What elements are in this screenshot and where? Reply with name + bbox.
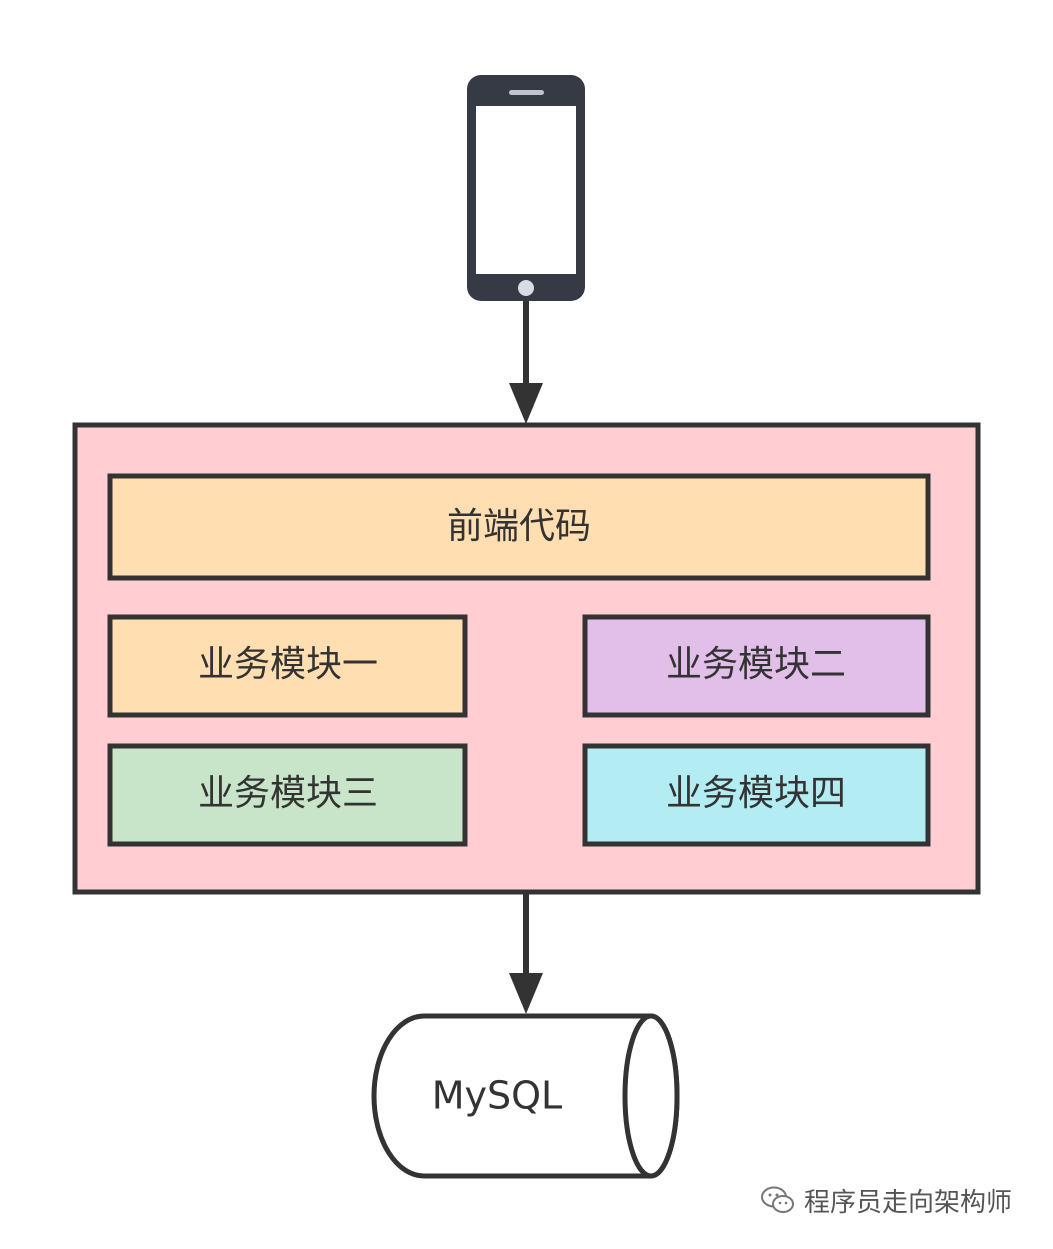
database-label: MySQL xyxy=(432,1074,562,1118)
frontend-code-box: 前端代码 xyxy=(107,473,931,581)
business-module-3-label: 业务模块三 xyxy=(198,773,378,814)
mysql-database: MySQL xyxy=(371,1013,680,1179)
business-module-1-label: 业务模块一 xyxy=(198,644,378,685)
watermark-text: 程序员走向架构师 xyxy=(804,1187,1013,1218)
business-module-1: 业务模块一 xyxy=(107,614,468,718)
business-module-3: 业务模块三 xyxy=(107,743,468,847)
business-module-2-label: 业务模块二 xyxy=(666,644,846,685)
frontend-code-label: 前端代码 xyxy=(447,506,591,547)
arrow-phone-to-app xyxy=(509,301,543,424)
wechat-icon xyxy=(761,1186,794,1213)
business-module-4-label: 业务模块四 xyxy=(666,773,846,814)
business-module-4: 业务模块四 xyxy=(582,743,931,847)
watermark: 程序员走向架构师 xyxy=(760,1180,1012,1220)
mobile-phone-icon xyxy=(467,75,585,301)
business-module-2: 业务模块二 xyxy=(582,614,931,718)
arrow-app-to-database xyxy=(509,894,543,1014)
